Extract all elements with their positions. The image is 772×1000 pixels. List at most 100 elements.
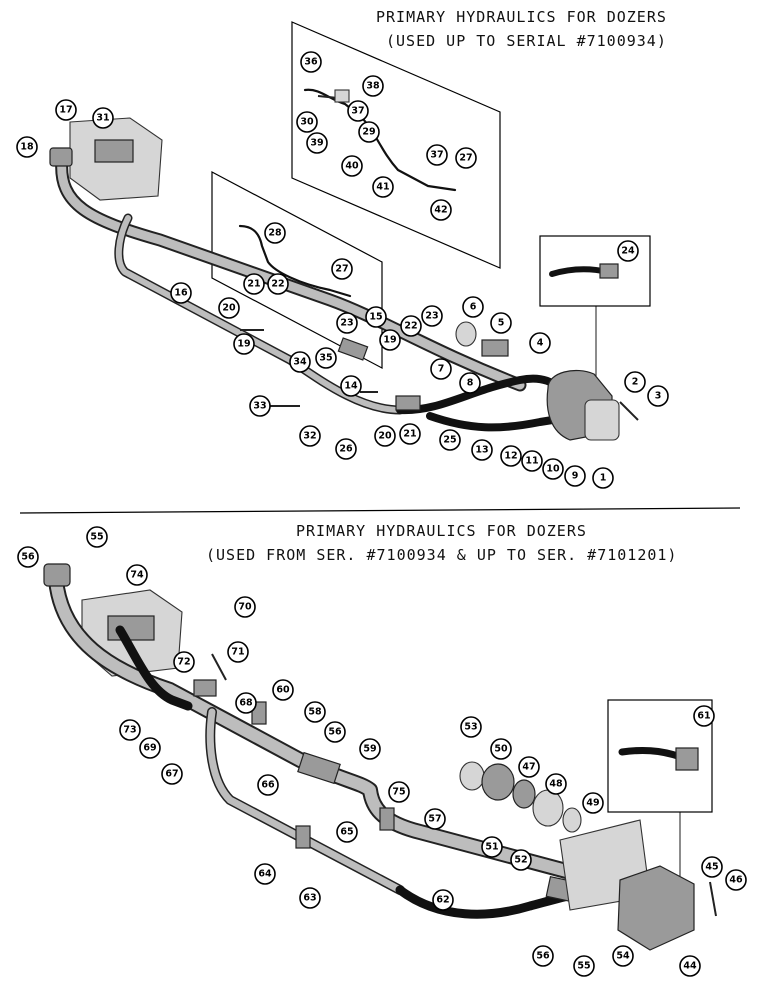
callout-27-a: 27: [455, 147, 477, 169]
svg-text:68: 68: [239, 698, 253, 709]
callout-54: 54: [612, 945, 634, 967]
callout-16: 16: [170, 282, 192, 304]
callout-30: 30: [296, 111, 318, 133]
svg-text:64: 64: [258, 869, 272, 880]
pump-bottom: [617, 865, 695, 951]
callout-52: 52: [510, 849, 532, 871]
svg-text:23: 23: [425, 311, 438, 322]
svg-text:42: 42: [434, 205, 447, 216]
svg-text:11: 11: [525, 456, 538, 467]
callout-55-a: 55: [86, 526, 108, 548]
callout-55-b: 55: [573, 955, 595, 977]
svg-text:52: 52: [514, 855, 527, 866]
callout-20-b: 20: [374, 425, 396, 447]
callout-62: 62: [432, 889, 454, 911]
svg-text:37: 37: [351, 106, 364, 117]
callout-38: 38: [362, 75, 384, 97]
callout-7: 7: [430, 358, 452, 380]
callout-13: 13: [471, 439, 493, 461]
callout-37-b: 37: [426, 144, 448, 166]
svg-text:41: 41: [376, 182, 389, 193]
callout-61: 61: [693, 705, 715, 727]
callout-23-a: 23: [336, 312, 358, 334]
callout-1: 1: [592, 467, 614, 489]
svg-text:32: 32: [303, 431, 316, 442]
svg-text:28: 28: [268, 228, 282, 239]
svg-text:69: 69: [143, 743, 156, 754]
callout-27-b: 27: [331, 258, 353, 280]
svg-text:40: 40: [345, 161, 359, 172]
callout-66: 66: [257, 774, 279, 796]
callout-42: 42: [430, 199, 452, 221]
svg-text:2: 2: [632, 377, 639, 388]
svg-text:48: 48: [549, 779, 563, 790]
svg-text:36: 36: [304, 57, 318, 68]
svg-text:8: 8: [467, 378, 474, 389]
callout-48: 48: [545, 773, 567, 795]
svg-text:67: 67: [165, 769, 178, 780]
svg-text:10: 10: [546, 464, 560, 475]
callout-17: 17: [55, 99, 77, 121]
svg-text:35: 35: [319, 353, 332, 364]
callout-32: 32: [299, 425, 321, 447]
callout-63: 63: [299, 887, 321, 909]
svg-text:53: 53: [464, 722, 477, 733]
svg-text:12: 12: [504, 451, 517, 462]
svg-text:4: 4: [537, 338, 544, 349]
top-diagram-subtitle: (USED UP TO SERIAL #7100934): [386, 32, 667, 50]
bottom-diagram-subtitle: (USED FROM SER. #7100934 & UP TO SER. #7…: [206, 546, 678, 564]
callout-21-a: 21: [243, 273, 265, 295]
svg-text:56: 56: [536, 951, 550, 962]
svg-text:46: 46: [729, 875, 743, 886]
svg-text:6: 6: [470, 302, 477, 313]
svg-text:47: 47: [522, 762, 535, 773]
svg-text:24: 24: [621, 246, 635, 257]
svg-text:44: 44: [683, 961, 697, 972]
callout-69: 69: [139, 737, 161, 759]
svg-text:49: 49: [586, 798, 599, 809]
svg-text:72: 72: [177, 657, 190, 668]
callout-25: 25: [439, 429, 461, 451]
callout-28: 28: [264, 222, 286, 244]
svg-text:25: 25: [443, 435, 456, 446]
svg-text:9: 9: [572, 471, 579, 482]
callout-71: 71: [227, 641, 249, 663]
svg-text:30: 30: [300, 117, 314, 128]
callout-44: 44: [679, 955, 701, 977]
callout-24: 24: [617, 240, 639, 262]
svg-text:45: 45: [705, 862, 718, 873]
callout-22-a: 22: [267, 273, 289, 295]
svg-text:3: 3: [655, 391, 662, 402]
callout-74: 74: [126, 564, 148, 586]
bottom-diagram-title: PRIMARY HYDRAULICS FOR DOZERS: [296, 522, 587, 540]
callout-20-a: 20: [218, 297, 240, 319]
svg-text:14: 14: [344, 381, 358, 392]
svg-text:26: 26: [339, 444, 353, 455]
callout-41: 41: [372, 176, 394, 198]
svg-text:27: 27: [335, 264, 348, 275]
callout-2: 2: [624, 371, 646, 393]
svg-text:21: 21: [403, 429, 416, 440]
svg-text:55: 55: [577, 961, 590, 972]
callout-57: 57: [424, 808, 446, 830]
callout-50: 50: [490, 738, 512, 760]
svg-text:15: 15: [369, 312, 382, 323]
callout-56-a: 56: [17, 546, 39, 568]
svg-text:66: 66: [261, 780, 275, 791]
callout-73: 73: [119, 719, 141, 741]
section-divider: [19, 507, 741, 514]
svg-text:1: 1: [600, 473, 607, 484]
svg-text:71: 71: [231, 647, 244, 658]
svg-text:7: 7: [438, 364, 445, 375]
callout-10: 10: [542, 458, 564, 480]
svg-text:70: 70: [238, 602, 252, 613]
svg-text:75: 75: [392, 787, 405, 798]
callout-29: 29: [358, 121, 380, 143]
callout-49: 49: [582, 792, 604, 814]
svg-text:33: 33: [253, 401, 266, 412]
callout-51: 51: [481, 836, 503, 858]
svg-text:55: 55: [90, 532, 103, 543]
callout-75: 75: [388, 781, 410, 803]
callout-23-b: 23: [421, 305, 443, 327]
